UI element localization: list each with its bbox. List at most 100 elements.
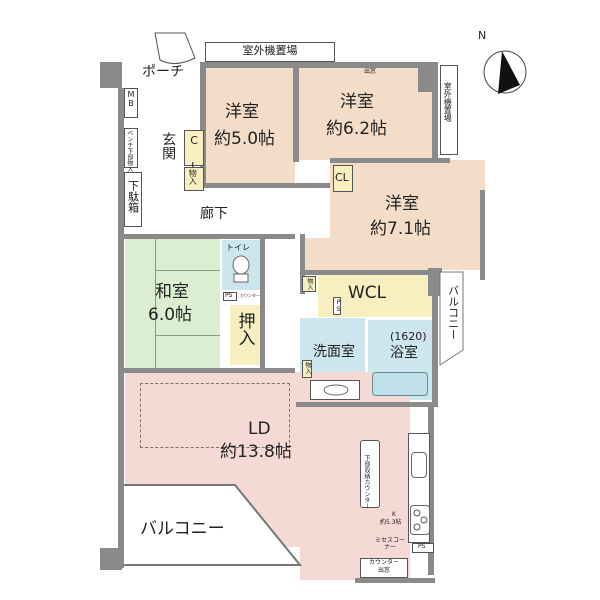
counter-storage [360, 440, 380, 508]
wall-left [118, 88, 124, 568]
western-room-3 [330, 160, 485, 270]
wall-ld-top [120, 368, 295, 373]
western-room-1-size: 約5.0帖 [214, 129, 276, 149]
shoe-box-label: 下駄箱 [126, 180, 140, 213]
mb-label: M B [127, 90, 135, 109]
ps-kitchen-box [412, 543, 434, 553]
hallway-label: 廊下 [200, 206, 228, 222]
tatami-line-2 [155, 270, 220, 271]
outdoor-unit-top [205, 42, 335, 62]
porch-label: ポーチ [142, 64, 184, 80]
western-room-3-name: 洋室 [385, 194, 419, 214]
wall-kitchen-right [428, 405, 434, 575]
wall-wash-bottom [296, 402, 438, 407]
wall-bottom-corner [100, 548, 122, 570]
bench-storage [124, 128, 138, 168]
western-room-1 [205, 68, 295, 183]
washroom-label: 洗面室 [313, 344, 355, 360]
closet-cl-2 [333, 165, 353, 192]
wall-top-room2 [295, 62, 435, 68]
bathtub-icon [372, 372, 428, 396]
wall-room-bottom [200, 183, 330, 188]
counter-storage-label: 下部収納カウンター [362, 455, 370, 509]
ps-toilet-box [223, 292, 237, 301]
bathroom-size-note: (1620) [390, 330, 427, 343]
kitchen-sink-icon [411, 452, 427, 478]
kitchen-size: 約5.3帖 [380, 519, 402, 526]
porch-door-icon [154, 32, 196, 64]
storage-1-label: 物入 [188, 169, 198, 185]
japanese-room [125, 238, 220, 368]
toilet-icon [232, 255, 250, 283]
closet-cl-1-label: C L [187, 134, 201, 173]
western-room-2-name: 洋室 [340, 92, 374, 112]
compass: N [470, 29, 530, 95]
ps-wash-box [333, 297, 341, 315]
wall-room1-2 [293, 62, 299, 162]
storage-wash [302, 360, 312, 378]
mb-box [124, 88, 138, 118]
misses-corner-label: ミセスコーナー [374, 537, 405, 551]
wall-bottom-kitchen [355, 578, 435, 583]
outdoor-unit-top-label: 室外機置場 [242, 44, 298, 57]
wall-wcl-corner [428, 268, 442, 296]
hallway-area [120, 195, 330, 235]
wall-top-right-corner [418, 62, 438, 92]
wcl-label: WCL [348, 283, 387, 303]
storage-wcl-label: 物入 [305, 278, 313, 290]
stove-icon [410, 505, 430, 535]
wall-top-room1 [200, 62, 300, 68]
storage-wash-label: 物入 [303, 362, 311, 374]
storage-1 [184, 167, 204, 191]
closet-cl-2-label: CL [335, 171, 349, 184]
wall-room2-bottom [330, 158, 450, 163]
entrance-label: 玄関 [160, 132, 177, 160]
storage-wcl [302, 276, 316, 292]
compass-north-label: N [478, 29, 487, 42]
outdoor-unit-right-label: 室外機置場 [443, 82, 453, 122]
wall-right-lower [432, 270, 438, 405]
ld-dashed-area [140, 383, 290, 448]
ps-wash-label: PS [334, 299, 342, 313]
wall-right-mid [480, 190, 485, 280]
counter-window-line2: 出窓 [377, 567, 390, 574]
counter-toilet-label: カウンター [240, 293, 260, 298]
balcony-right-label: バルコニー [446, 285, 460, 340]
counter-window [360, 558, 408, 578]
ps-kitchen-label: PS [418, 543, 426, 550]
tatami-line-1 [155, 238, 156, 368]
oshiire [230, 305, 260, 365]
ps-toilet-label: PS [225, 292, 233, 299]
ld-name: LD [248, 419, 271, 439]
outdoor-unit-right [440, 65, 458, 155]
wall-right-top [432, 62, 438, 162]
ld-size: 約13.8帖 [220, 442, 292, 462]
western-room-3-size: 約7.1帖 [370, 219, 432, 239]
sink-icon [323, 384, 349, 396]
oshiire-label: 押入 [234, 312, 255, 346]
bench-storage-label: ベンチ下部物入 [125, 130, 133, 172]
wall-room1-left [200, 62, 206, 187]
bathroom-label: 浴室 [390, 345, 418, 361]
shoe-box [124, 172, 142, 227]
wall-hall-bottom [120, 234, 295, 239]
western-room-1-name: 洋室 [225, 102, 259, 122]
japanese-room-name: 和室 [155, 282, 189, 302]
window-top-label: 出窓 [363, 68, 376, 75]
wall-room3-left [300, 234, 305, 294]
balcony-right-area [439, 271, 464, 366]
counter-window-line1: カウンター [368, 559, 399, 566]
kitchen-name: K [392, 511, 396, 518]
toilet-label: トイレ [226, 243, 250, 252]
wall-wcl-top [300, 270, 440, 275]
wall-left-corner [100, 62, 122, 88]
western-room-2-size: 約6.2帖 [326, 119, 388, 139]
wall-toilet-right [260, 238, 265, 368]
closet-cl-1 [184, 130, 204, 166]
western-room-2 [298, 66, 438, 160]
western-room-3-ext [302, 238, 332, 270]
balcony-bottom-label: バルコニー [140, 519, 225, 539]
north-arrow-icon [483, 50, 527, 94]
tatami-line-3 [155, 335, 220, 336]
japanese-room-size: 6.0帖 [148, 305, 193, 325]
